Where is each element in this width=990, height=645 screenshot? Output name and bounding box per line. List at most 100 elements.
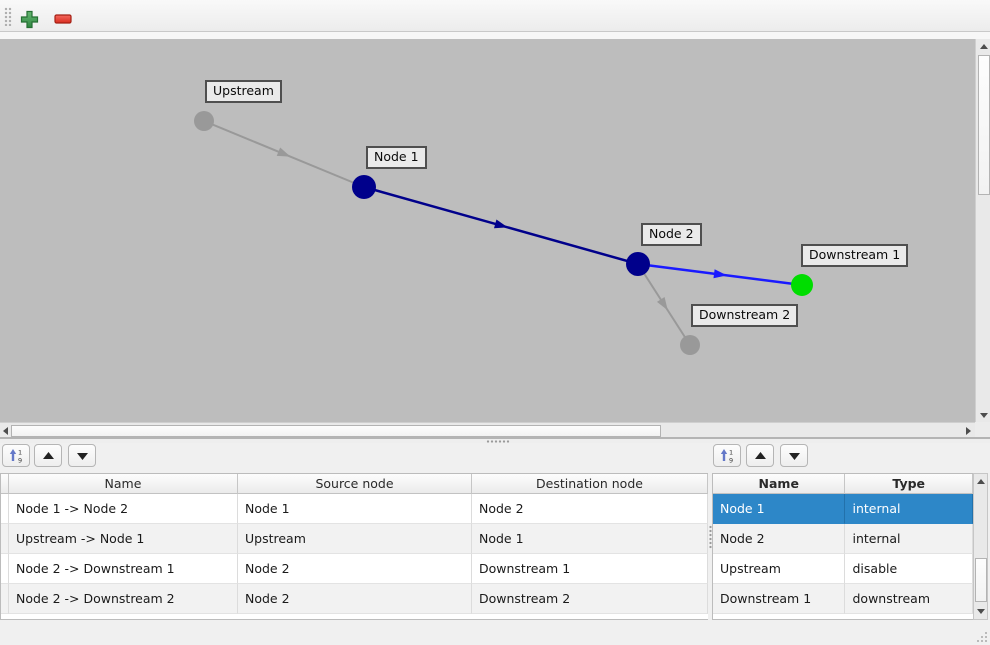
nodes-table-scrollbar[interactable] [973, 473, 988, 620]
move-up-icon [754, 451, 766, 459]
graph-svg [194, 111, 813, 355]
table-cell[interactable]: internal [845, 494, 973, 524]
main-toolbar [0, 0, 990, 32]
edge-arrow-icon [276, 147, 291, 157]
row-gutter [1, 524, 9, 554]
row-gutter [1, 584, 9, 614]
vertical-splitter[interactable] [708, 473, 712, 620]
table-cell[interactable]: disable [845, 554, 973, 584]
table-cell[interactable]: Node 2 [238, 584, 472, 614]
table-cell[interactable]: Node 2 [238, 554, 472, 584]
column-header[interactable]: Destination node [472, 474, 708, 494]
svg-text:9: 9 [18, 456, 22, 464]
scrollbar-corner [975, 422, 990, 437]
remove-icon [54, 14, 72, 24]
table-cell[interactable]: Node 2 -> Downstream 2 [9, 584, 238, 614]
graph-horizontal-scrollbar[interactable] [0, 422, 975, 437]
remove-button[interactable] [53, 9, 73, 29]
toolbar-separator [0, 32, 990, 39]
add-button[interactable] [19, 9, 39, 29]
table-cell[interactable]: Node 1 [238, 494, 472, 524]
add-icon [20, 10, 38, 28]
scroll-left-button[interactable] [0, 424, 10, 437]
nodes-move-up-button[interactable] [746, 444, 774, 467]
table-cell[interactable]: Upstream [238, 524, 472, 554]
row-gutter [1, 554, 9, 584]
table-cell[interactable]: Downstream 2 [472, 584, 708, 614]
table-cell[interactable]: Upstream -> Node 1 [9, 524, 238, 554]
table-cell[interactable]: Node 1 -> Node 2 [9, 494, 238, 524]
edges-sort-button[interactable]: 1 9 [2, 444, 30, 467]
move-up-icon [42, 451, 54, 459]
resize-grip-icon[interactable] [975, 630, 988, 643]
table-cell[interactable]: Downstream 1 [713, 584, 846, 614]
arrow-down-icon [977, 609, 985, 614]
arrow-up-icon [977, 479, 985, 484]
edges-move-up-button[interactable] [34, 444, 62, 467]
graph-node[interactable] [352, 175, 376, 199]
svg-text:1: 1 [729, 448, 733, 456]
column-header[interactable]: Name [713, 474, 846, 494]
table-cell[interactable]: Downstream 1 [472, 554, 708, 584]
arrow-right-icon [965, 426, 971, 435]
column-header[interactable]: Name [9, 474, 238, 494]
graph-node[interactable] [680, 335, 700, 355]
row-gutter [1, 494, 9, 524]
graph-vertical-scrollbar[interactable] [975, 39, 990, 422]
arrow-down-icon [980, 412, 988, 418]
scroll-down-button[interactable] [977, 408, 990, 422]
scrollbar-thumb[interactable] [975, 558, 987, 602]
move-down-icon [788, 452, 800, 460]
table-cell[interactable]: downstream [845, 584, 973, 614]
edge-arrow-icon [494, 219, 508, 229]
scrollbar-thumb[interactable] [11, 425, 661, 437]
edge-arrow-icon [713, 269, 727, 279]
splitter-grip-icon [709, 525, 712, 549]
edges-move-down-button[interactable] [68, 444, 96, 467]
scroll-down-button[interactable] [975, 605, 987, 618]
column-header[interactable]: Source node [238, 474, 472, 494]
graph-node[interactable] [626, 252, 650, 276]
move-down-icon [76, 452, 88, 460]
nodes-sort-button[interactable]: 1 9 [713, 444, 741, 467]
scroll-up-button[interactable] [975, 475, 987, 488]
column-header[interactable]: Type [845, 474, 973, 494]
splitter-grip-icon [486, 440, 510, 443]
svg-text:9: 9 [729, 456, 733, 464]
nodes-move-down-button[interactable] [780, 444, 808, 467]
table-cell[interactable]: internal [845, 524, 973, 554]
toolbar-grip-handle[interactable] [4, 7, 12, 26]
scrollbar-thumb[interactable] [978, 55, 990, 195]
table-cell[interactable]: Node 1 [472, 524, 708, 554]
graph-node[interactable] [791, 274, 813, 296]
table-cell[interactable]: Node 1 [713, 494, 846, 524]
scroll-right-button[interactable] [962, 424, 974, 437]
arrow-left-icon [2, 426, 8, 435]
sort-ascending-icon: 1 9 [720, 448, 733, 464]
table-cell[interactable]: Upstream [713, 554, 846, 584]
scroll-up-button[interactable] [977, 39, 990, 53]
table-cell[interactable]: Node 2 [713, 524, 846, 554]
sort-ascending-icon: 1 9 [9, 448, 22, 464]
horizontal-splitter[interactable] [0, 437, 990, 443]
table-cell[interactable]: Node 2 -> Downstream 1 [9, 554, 238, 584]
arrow-up-icon [980, 43, 988, 49]
edge-arrow-icon [656, 297, 668, 311]
table-cell[interactable]: Node 2 [472, 494, 708, 524]
row-gutter-header [1, 474, 9, 494]
graph-node[interactable] [194, 111, 214, 131]
